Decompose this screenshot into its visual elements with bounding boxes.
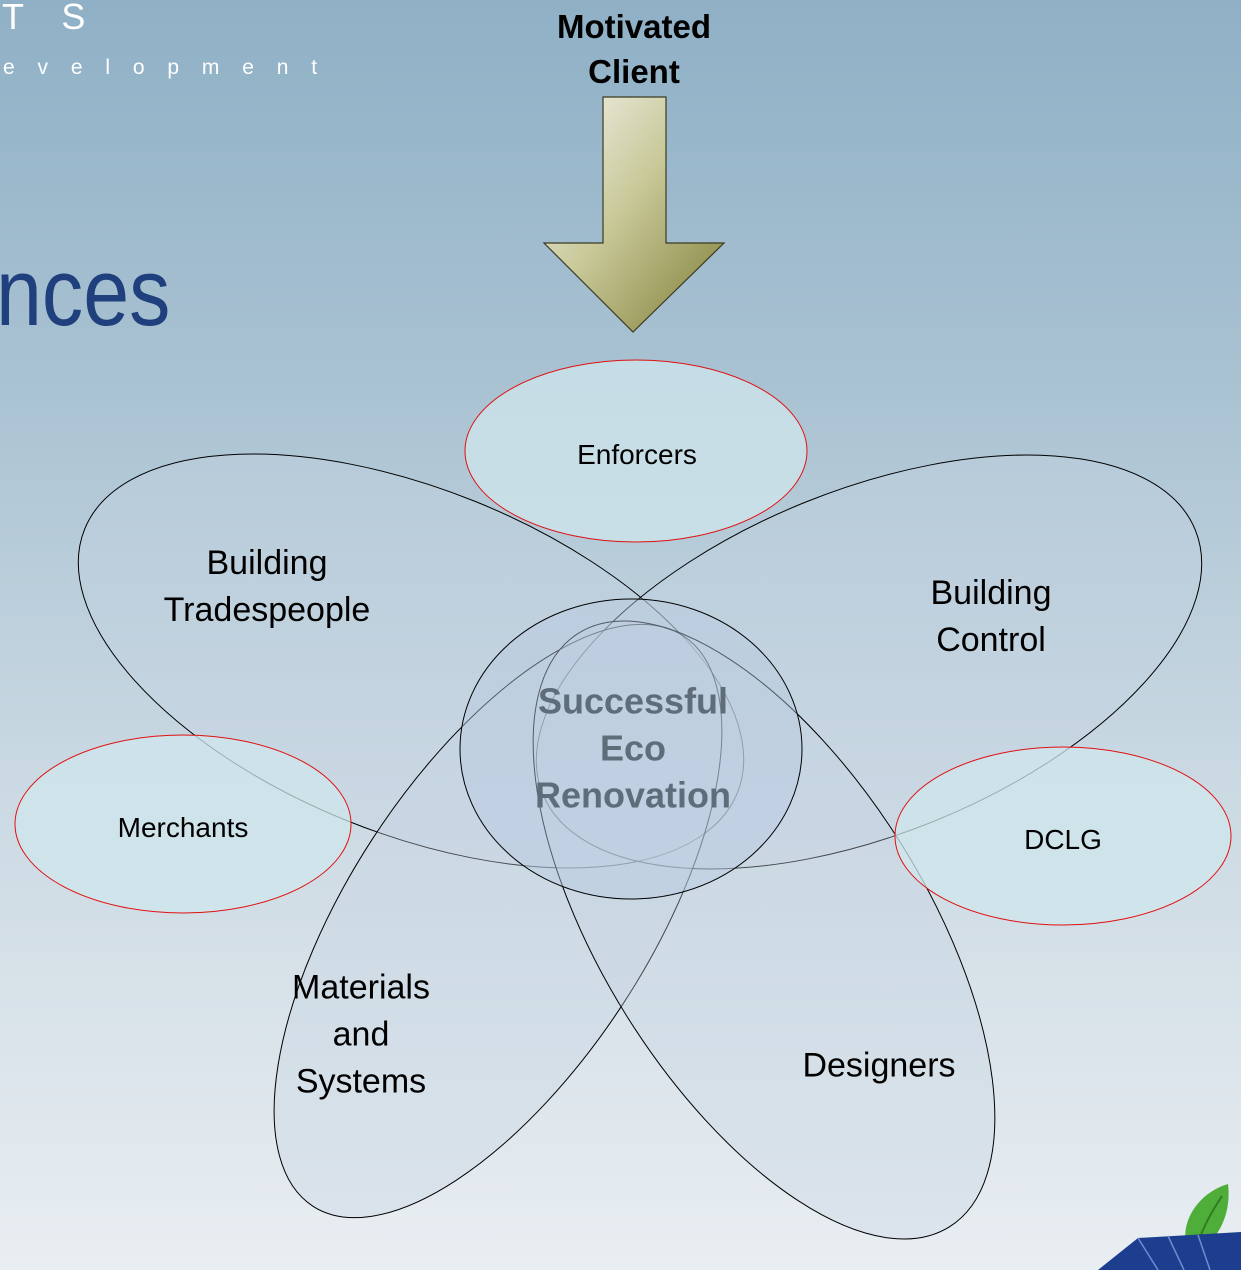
petal-label-designers: Designers: [802, 1046, 956, 1085]
dclg-ellipse: [894, 746, 1232, 926]
slide-title: nces: [0, 239, 171, 346]
brand-letters: T S: [2, 0, 100, 37]
dclg-label: DCLG: [1024, 824, 1102, 855]
petal-label-materials: Materials and Systems: [292, 968, 430, 1101]
center-label: Successful Eco Renovation: [534, 680, 731, 816]
enforcer-ellipses: [14, 359, 1232, 926]
enforcers-ellipse: [464, 359, 808, 543]
leaf-house-logo-icon: [1098, 1184, 1241, 1270]
brand-tagline: e v e l o p m e n t: [3, 56, 326, 79]
enforcers-label: Enforcers: [577, 439, 697, 470]
center-circle: [459, 598, 803, 900]
petal-label-building-control: Building Control: [930, 574, 1052, 659]
merchants-ellipse: [14, 734, 352, 914]
motivated-client-label: Motivated Client: [556, 8, 711, 90]
merchants-label: Merchants: [117, 812, 249, 843]
petal-label-tradespeople: Building Tradespeople: [163, 544, 371, 629]
down-arrow-icon: [542, 96, 726, 333]
petal-materials: [273, 623, 723, 1219]
